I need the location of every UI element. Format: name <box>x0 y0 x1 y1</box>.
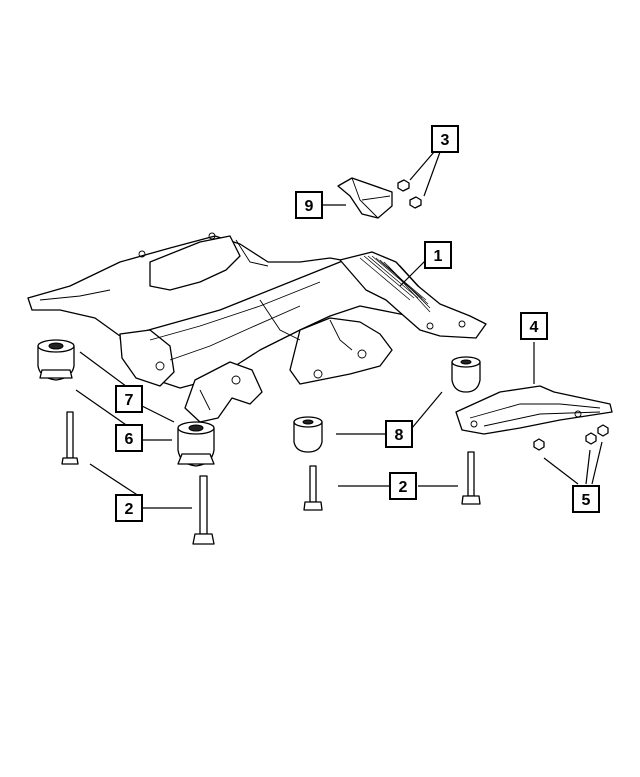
bolt-center-left <box>192 475 215 545</box>
brace-bolts <box>533 424 609 451</box>
callout-8: 8 <box>385 420 413 448</box>
heat-shield-bracket <box>337 177 393 219</box>
callout-6: 6 <box>115 424 143 452</box>
callout-2-right-label: 2 <box>399 479 408 496</box>
lower-bushing-right <box>293 416 323 453</box>
bracket-bolts <box>397 179 422 209</box>
front-crossmember-frame <box>27 232 487 423</box>
callout-2-left: 2 <box>115 494 143 522</box>
callout-2-left-label: 2 <box>125 501 134 518</box>
bolt-left <box>61 411 79 465</box>
callout-5: 5 <box>572 485 600 513</box>
callout-7-label: 7 <box>125 392 134 409</box>
bolt-right <box>461 451 481 505</box>
callout-9: 9 <box>295 191 323 219</box>
callout-3: 3 <box>431 125 459 153</box>
callout-2-right: 2 <box>389 472 417 500</box>
callout-5-label: 5 <box>582 492 591 509</box>
callout-6-label: 6 <box>125 431 134 448</box>
upper-bushing-left <box>37 339 75 381</box>
callout-9-label: 9 <box>305 198 314 215</box>
bolt-center <box>303 465 323 511</box>
callout-4: 4 <box>520 312 548 340</box>
lower-bushing-left <box>177 421 215 467</box>
callout-4-label: 4 <box>530 319 539 336</box>
upper-bushing-right <box>451 356 481 393</box>
callout-8-label: 8 <box>395 427 404 444</box>
callout-1: 1 <box>424 241 452 269</box>
callout-7: 7 <box>115 385 143 413</box>
leader-lines <box>75 151 603 509</box>
long-bolts <box>61 411 481 545</box>
callout-1-label: 1 <box>434 248 443 265</box>
callout-3-label: 3 <box>441 132 450 149</box>
rear-brace <box>455 385 613 435</box>
